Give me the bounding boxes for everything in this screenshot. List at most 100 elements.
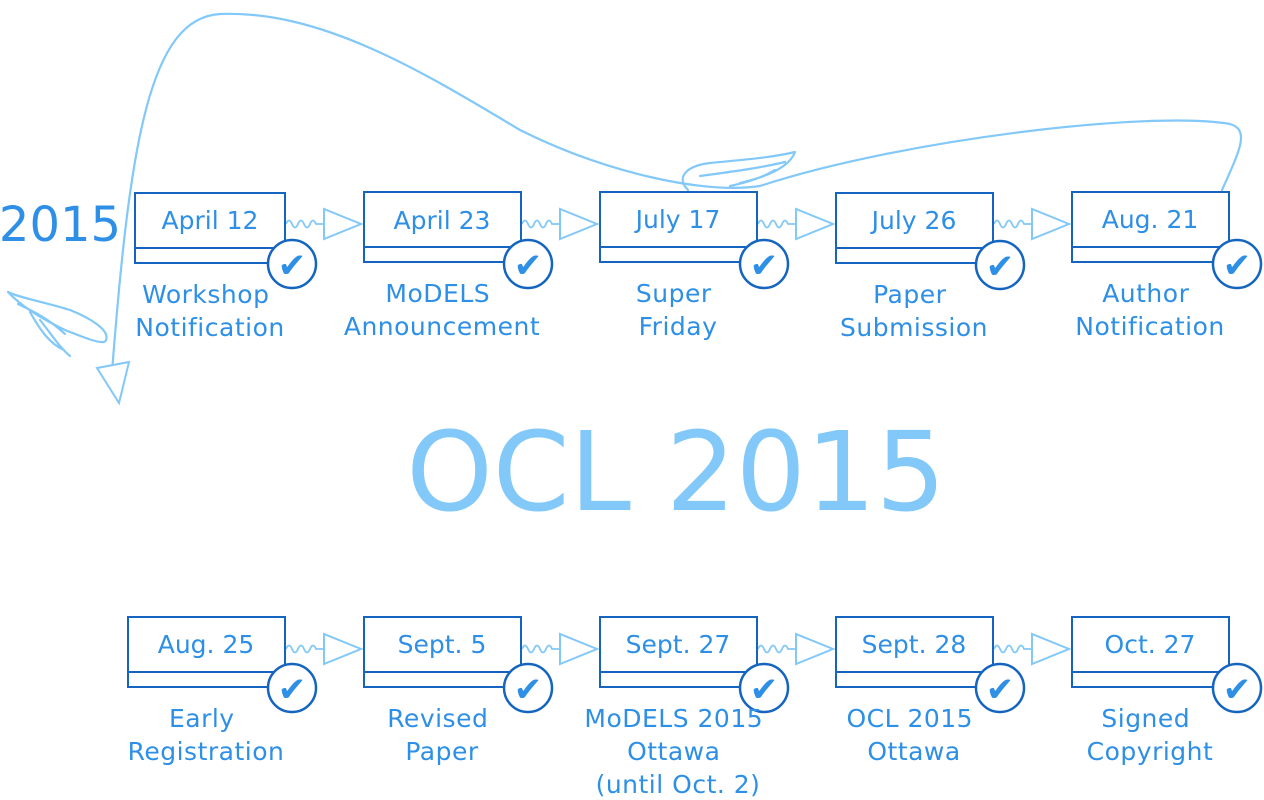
check-icon: ✔ xyxy=(278,670,307,710)
check-icon: ✔ xyxy=(1223,670,1252,710)
check-icon: ✔ xyxy=(986,670,1015,710)
connector-arrowhead xyxy=(1031,632,1072,666)
date-box-strip xyxy=(835,247,994,264)
milestone-super-friday: July 17 ✔ Super Friday xyxy=(599,191,790,341)
milestone-label-line: MoDELS xyxy=(385,279,490,308)
connector-arrowhead xyxy=(559,632,600,666)
milestone-workshop-notification: April 12 ✔ Workshop Notification xyxy=(134,192,318,342)
connector-squiggle xyxy=(285,219,330,229)
loop-curve xyxy=(110,12,1243,374)
connector-arrowhead xyxy=(559,207,600,241)
date-box xyxy=(599,616,758,673)
check-badge xyxy=(974,239,1026,291)
milestone-date: July 26 xyxy=(870,206,957,235)
milestone-label-line: Submission xyxy=(840,313,988,342)
milestone-label: MoDELS 2015 Ottawa (until Oct. 2) xyxy=(584,704,771,799)
milestone-date: April 23 xyxy=(394,206,491,235)
milestone-label-line: Ottawa xyxy=(627,737,720,766)
check-badge xyxy=(1211,238,1263,290)
top-row: April 12 ✔ Workshop Notification April 2… xyxy=(134,191,1263,342)
milestone-author-notification: Aug. 21 ✔ Author Notification xyxy=(1071,191,1263,341)
date-box-strip xyxy=(1071,671,1230,688)
milestone-label-line: Notification xyxy=(1075,312,1224,341)
check-badge xyxy=(974,662,1026,714)
check-badge xyxy=(502,662,554,714)
check-icon: ✔ xyxy=(514,670,543,710)
milestone-date: Oct. 27 xyxy=(1105,630,1196,659)
milestone-label: Signed Copyright xyxy=(1087,704,1214,766)
milestone-label-line: Signed xyxy=(1101,704,1190,733)
check-badge xyxy=(1211,662,1263,714)
connector-arrowhead xyxy=(795,207,836,241)
bottom-row: Aug. 25 ✔ Early Registration Sept. 5 ✔ R… xyxy=(127,616,1263,799)
date-box-strip xyxy=(134,247,286,264)
milestone-paper-submission: July 26 ✔ Paper Submission xyxy=(835,192,1026,342)
milestone-models-2015-ottawa: Sept. 27 ✔ MoDELS 2015 Ottawa (until Oct… xyxy=(584,616,790,799)
check-icon: ✔ xyxy=(514,246,543,286)
milestone-label-line: Author xyxy=(1102,279,1189,308)
milestone-label: Early Registration xyxy=(128,704,285,766)
check-badge xyxy=(266,238,318,290)
milestone-label-line: (until Oct. 2) xyxy=(596,770,761,799)
milestone-label: MoDELS Announcement xyxy=(344,279,540,341)
date-box-strip xyxy=(363,246,522,263)
milestone-label: OCL 2015 Ottawa xyxy=(846,704,981,766)
milestone-label: Workshop Notification xyxy=(135,280,284,342)
milestone-label-line: Paper xyxy=(405,737,479,766)
date-box xyxy=(835,616,994,673)
milestone-date: Aug. 25 xyxy=(158,630,255,659)
milestone-date: April 12 xyxy=(162,206,259,235)
milestone-date: Sept. 27 xyxy=(626,630,731,659)
connector-squiggle xyxy=(521,219,566,229)
milestone-label: Revised Paper xyxy=(387,704,497,766)
milestone-label-line: Revised xyxy=(387,704,488,733)
date-box xyxy=(1071,616,1230,673)
milestone-date: Sept. 5 xyxy=(398,630,487,659)
check-icon: ✔ xyxy=(750,246,779,286)
check-badge xyxy=(738,662,790,714)
date-box xyxy=(363,616,522,673)
date-box-strip xyxy=(127,671,286,688)
date-box xyxy=(835,192,994,249)
loop-arrowhead xyxy=(95,360,131,406)
milestone-label-line: Announcement xyxy=(344,312,540,341)
milestone-ocl-2015-ottawa: Sept. 28 ✔ OCL 2015 Ottawa xyxy=(835,616,1026,766)
year-label: 2015 xyxy=(0,197,121,253)
check-icon: ✔ xyxy=(986,247,1015,287)
date-box-strip xyxy=(599,246,758,263)
milestone-date: Sept. 28 xyxy=(862,630,967,659)
connector-squiggle xyxy=(757,644,802,654)
date-box xyxy=(599,191,758,248)
check-badge xyxy=(266,662,318,714)
connector-squiggle xyxy=(757,219,802,229)
connector-arrowhead xyxy=(1031,207,1072,241)
check-icon: ✔ xyxy=(1223,246,1252,286)
date-box-strip xyxy=(1071,246,1230,263)
check-badge xyxy=(502,238,554,290)
milestone-label-line: Notification xyxy=(135,313,284,342)
date-box xyxy=(127,616,286,673)
milestone-label-line: Copyright xyxy=(1087,737,1214,766)
check-icon: ✔ xyxy=(278,246,307,286)
connector-squiggle xyxy=(993,219,1038,229)
wing-decoration-top xyxy=(681,150,797,192)
milestone-models-announcement: April 23 ✔ MoDELS Announcement xyxy=(344,191,554,341)
connector-squiggle xyxy=(993,644,1038,654)
milestone-label-line: Workshop xyxy=(142,280,269,309)
date-box-strip xyxy=(599,671,758,688)
check-badge xyxy=(738,238,790,290)
milestone-date: Aug. 21 xyxy=(1102,205,1199,234)
milestone-label-line: Friday xyxy=(639,312,718,341)
milestone-label-line: Ottawa xyxy=(867,737,960,766)
date-box-strip xyxy=(363,671,522,688)
milestone-label-line: Registration xyxy=(128,737,285,766)
milestone-label: Paper Submission xyxy=(840,280,988,342)
connector-squiggle xyxy=(285,644,330,654)
milestone-date: July 17 xyxy=(634,205,721,234)
wing-decoration-left xyxy=(6,290,108,358)
milestone-label-line: OCL 2015 xyxy=(846,704,973,733)
milestone-label-line: Early xyxy=(169,704,235,733)
date-box-strip xyxy=(835,671,994,688)
milestone-label: Author Notification xyxy=(1075,279,1224,341)
